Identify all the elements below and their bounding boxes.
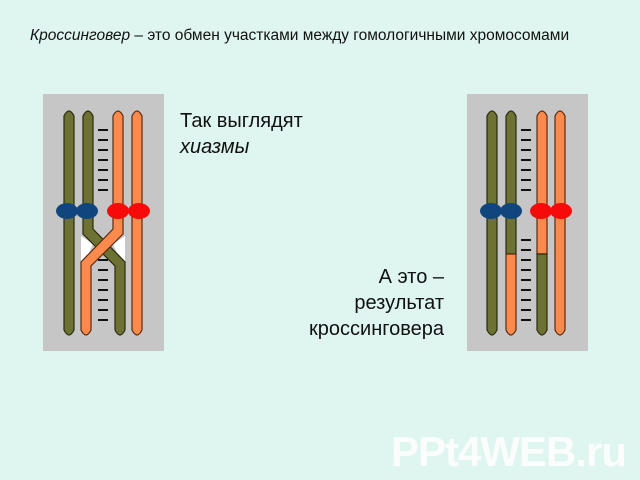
result-caption-line3: кроссинговера (309, 318, 444, 340)
crossover-result-illustration (467, 94, 588, 351)
chiasma-diagram (56, 110, 150, 336)
olive-chromatid-crossing (82, 110, 126, 336)
recombinant-chromatid-orange-olive (536, 110, 548, 255)
blue-centromere (56, 203, 98, 219)
blue-centromere-result (480, 203, 522, 219)
recombinant-chromatid-olive-orange (505, 110, 517, 255)
orange-chromatid-outer (131, 110, 143, 336)
orange-chromatid-parental (554, 110, 566, 336)
chiasma-caption-line2: хиазмы (180, 136, 250, 158)
result-caption-line2: результат (354, 292, 444, 314)
olive-chromatid-parental (486, 110, 498, 336)
orange-chromatid-crossing (80, 110, 124, 336)
red-centromere-result (530, 203, 572, 219)
title-term: Кроссинговер (30, 27, 131, 44)
chiasma-caption-line1: Так выглядят (180, 110, 303, 132)
slide-title: Кроссинговер – это обмен участками между… (30, 27, 569, 45)
chiasma-caption: Так выглядят хиазмы (180, 108, 303, 160)
crossover-result-diagram (480, 110, 572, 336)
gene-locus-marks-result (521, 129, 531, 321)
result-caption: А это – результат кроссинговера (309, 264, 444, 342)
olive-chromatid-outer (63, 110, 75, 336)
chiasma-illustration (43, 94, 164, 351)
watermark-logo: PPt4WEB.ru (390, 428, 627, 475)
gene-locus-marks (98, 129, 108, 321)
red-centromere (107, 203, 150, 219)
result-caption-line1: А это – (378, 266, 444, 288)
title-definition: – это обмен участками между гомологичным… (130, 27, 570, 44)
